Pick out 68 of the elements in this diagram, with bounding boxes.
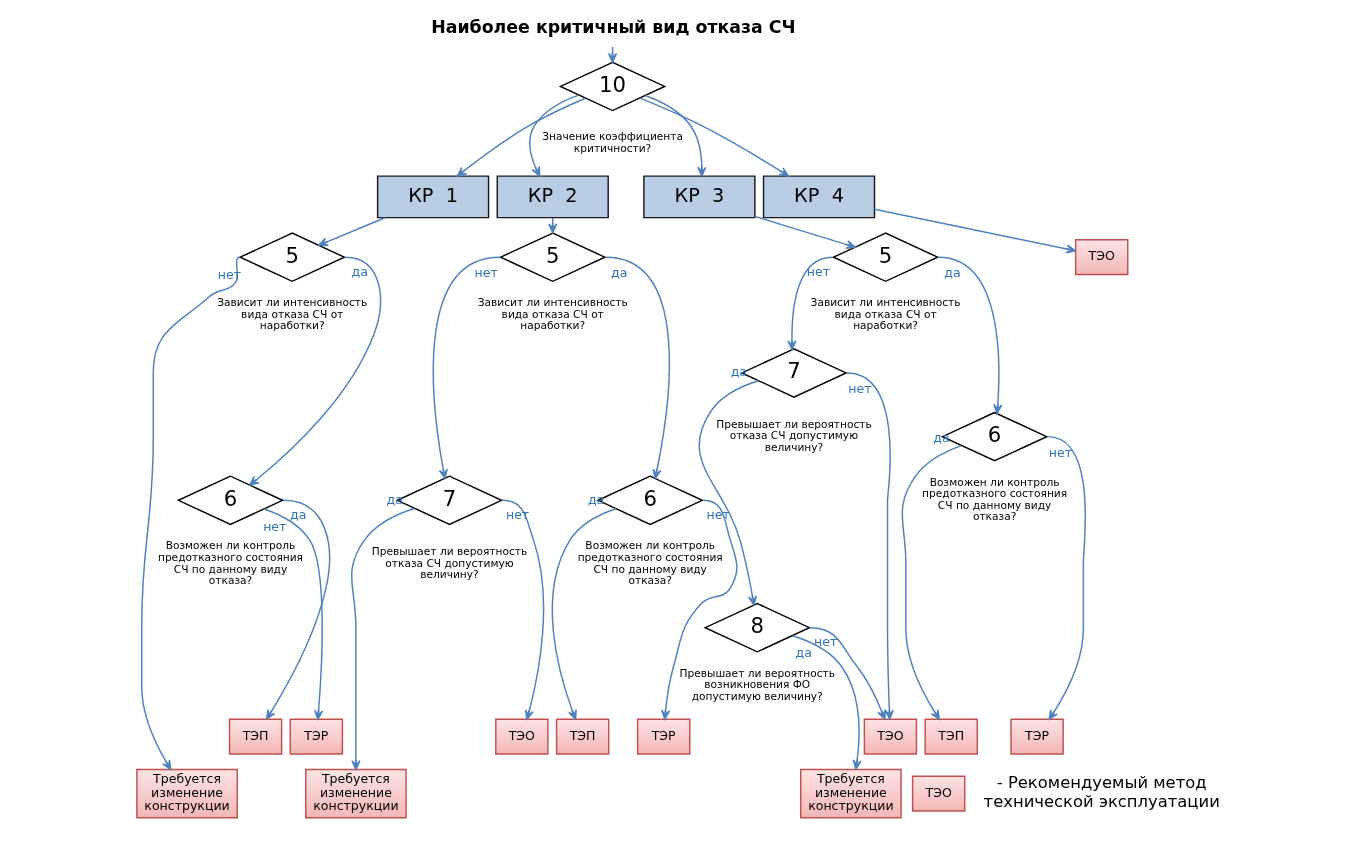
arrow — [809, 626, 886, 720]
node-box: ТЭП — [228, 718, 283, 755]
node-box: КР 2 — [496, 175, 609, 219]
arrow — [529, 94, 580, 177]
edge-label: нет — [848, 381, 872, 397]
node-label: Возможен ли контроль предотказного состояния СЧ по данному виду отказа? — [157, 539, 303, 588]
arrow — [787, 256, 834, 351]
node-label: Значение коэффициента критичности? — [542, 130, 683, 155]
arrow — [265, 499, 331, 720]
node-label: Зависит ли интенсивность вида отказа СЧ от наработки? — [217, 296, 368, 333]
edge-label: нет — [806, 264, 831, 280]
edge-label: да — [290, 506, 307, 522]
node-box: КР 3 — [643, 175, 756, 219]
node-box: Требуется изменение конструкции — [799, 768, 902, 819]
node-label: Зависит ли интенсивность вида отказа СЧ от наработки? — [810, 296, 961, 333]
arrow — [873, 208, 1077, 254]
arrow — [501, 499, 545, 720]
node-diamond: 5 — [498, 232, 607, 283]
arrow — [698, 380, 760, 606]
arrow — [141, 256, 240, 771]
edge-label: да — [351, 263, 368, 279]
node-diamond: 5 — [831, 232, 940, 283]
node-label: Превышает ли вероятность возникновения ФО допустимую величину? — [679, 666, 836, 703]
arrow — [791, 634, 862, 770]
arrow — [456, 97, 587, 177]
arrow — [605, 256, 671, 479]
node-box: КР 4 — [762, 175, 876, 219]
edge-label: нет — [1048, 444, 1073, 460]
arrow — [660, 499, 738, 720]
node-box: ТЭО — [911, 775, 966, 812]
node-box: КР 1 — [376, 175, 490, 219]
node-label: Возможен ли контроль предотказного состояния СЧ по данному виду отказа? — [577, 539, 723, 588]
arrow — [248, 256, 382, 486]
arrow — [318, 217, 386, 247]
arrow — [432, 256, 501, 479]
arrow — [937, 256, 1003, 415]
edge-label: да — [944, 264, 961, 280]
arrow — [1046, 435, 1087, 720]
node-label: Зависит ли интенсивность вида отказа СЧ от наработки? — [477, 296, 628, 333]
arrow — [263, 508, 324, 721]
node-diamond: 10 — [558, 61, 667, 112]
node-box: ТЭР — [1010, 718, 1064, 755]
arrow — [551, 507, 617, 720]
node-box: Требуется изменение конструкции — [305, 768, 407, 819]
arrow — [901, 444, 963, 720]
node-box: ТЭР — [636, 718, 691, 755]
arrow — [639, 97, 790, 177]
edge-label: нет — [814, 633, 838, 649]
node-diamond: 5 — [238, 232, 347, 283]
node-box: ТЭО — [495, 718, 549, 755]
node-box: ТЭП — [555, 718, 610, 755]
node-text: Наиболее критичный вид отказа СЧ — [431, 16, 796, 37]
edge-label: да — [611, 264, 628, 280]
arrow — [351, 507, 416, 771]
node-label: Превышает ли вероятность отказа СЧ допустимую величину? — [716, 417, 872, 454]
arrow — [754, 215, 856, 250]
legend-label: - Рекомендуемый метод технической эксплуатации — [983, 773, 1220, 811]
node-label: Возможен ли контроль предотказного состояния СЧ по данному виду отказа? — [922, 475, 1068, 524]
node-box: Требуется изменение конструкции — [136, 768, 238, 819]
node-label: Превышает ли вероятность отказа СЧ допустимую величину? — [371, 545, 528, 582]
node-box: ТЭО — [863, 718, 918, 755]
edge-label: да — [587, 492, 605, 508]
edge-label: да — [933, 429, 950, 445]
node-box: ТЭП — [924, 718, 978, 755]
arrow — [644, 94, 707, 177]
edge-label: нет — [474, 264, 498, 280]
node-box: ТЭО — [1074, 239, 1129, 276]
node-box: ТЭР — [289, 718, 344, 755]
